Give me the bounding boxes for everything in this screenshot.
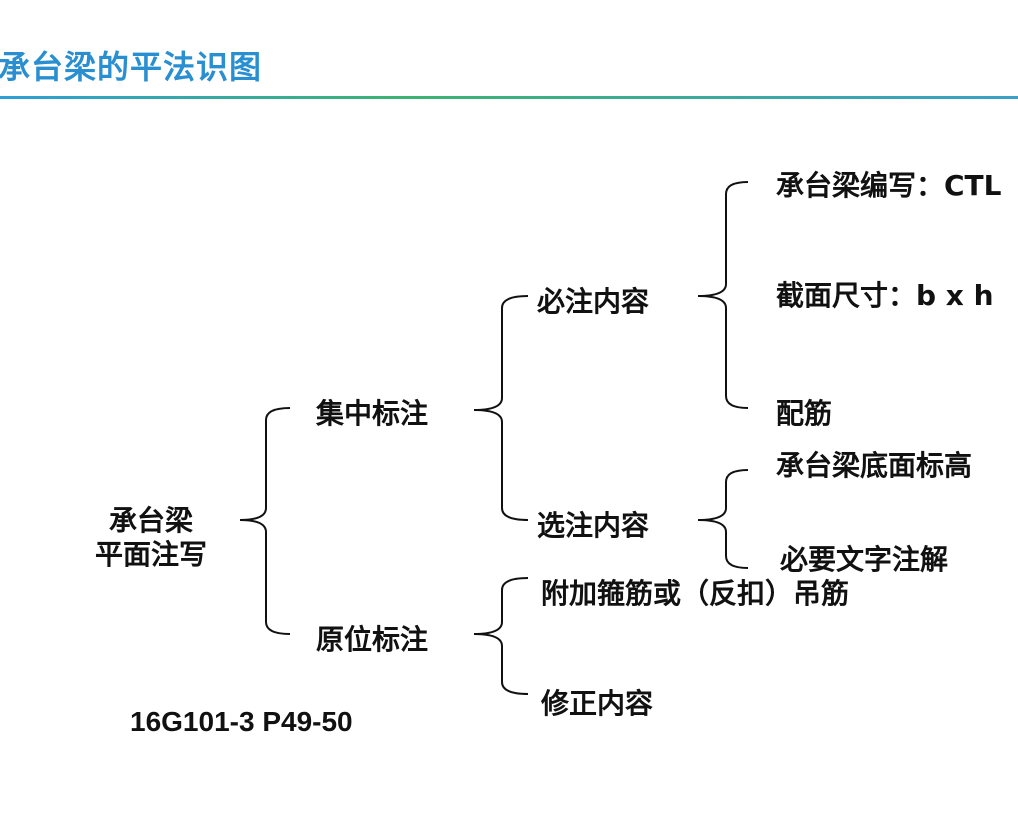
node-reinforcement: 配筋	[776, 397, 833, 430]
node-correction: 修正内容	[541, 687, 654, 720]
bracket-root	[239, 407, 291, 635]
root-node: 承台梁 平面注写	[92, 504, 210, 572]
bracket-required	[697, 181, 749, 409]
bracket-in-situ	[473, 577, 529, 695]
root-line2: 平面注写	[94, 538, 207, 571]
title-underline	[0, 96, 1018, 99]
node-in-situ: 原位标注	[316, 623, 429, 656]
node-required: 必注内容	[537, 285, 650, 318]
node-additional-stirrups: 附加箍筋或（反扣）吊筋	[541, 577, 850, 610]
reference-code: 16G101-3 P49-50	[130, 706, 353, 737]
node-optional: 选注内容	[537, 509, 650, 542]
node-bottom-elevation: 承台梁底面标高	[776, 449, 973, 482]
root-line1: 承台梁	[108, 504, 193, 537]
node-beam-code: 承台梁编写：CTL	[776, 169, 1002, 202]
bracket-optional	[697, 469, 749, 569]
page-title: 承台梁的平法识图	[0, 48, 263, 86]
bracket-concentrated	[473, 295, 529, 521]
node-text-notes: 必要文字注解	[780, 543, 949, 576]
node-section-size: 截面尺寸：b x h	[776, 279, 994, 312]
node-concentrated: 集中标注	[316, 397, 429, 430]
